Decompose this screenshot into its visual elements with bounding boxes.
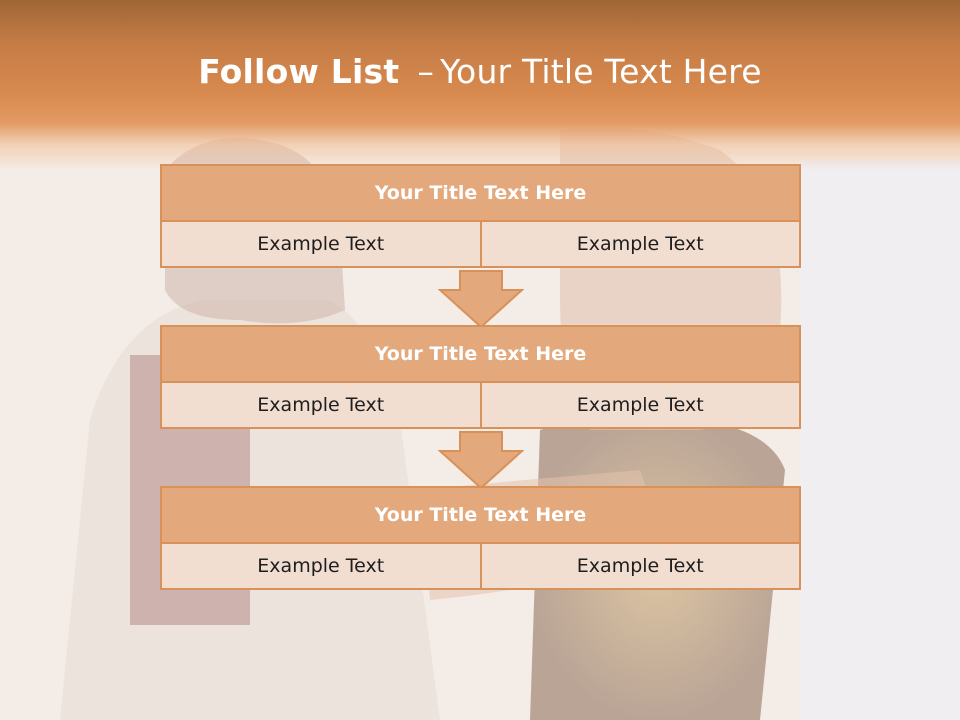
header-band (0, 0, 960, 170)
list-block-2: Your Title Text Here Example Text Exampl… (160, 325, 801, 429)
block-cell-right: Example Text (479, 381, 801, 429)
slide-title: Follow List–Your Title Text Here (0, 52, 960, 91)
block-row: Example Text Example Text (160, 220, 801, 268)
list-block-1: Your Title Text Here Example Text Exampl… (160, 164, 801, 268)
down-arrow-icon (438, 270, 524, 328)
block-row: Example Text Example Text (160, 381, 801, 429)
list-block-3: Your Title Text Here Example Text Exampl… (160, 486, 801, 590)
title-rest: Your Title Text Here (440, 52, 762, 91)
block-row: Example Text Example Text (160, 542, 801, 590)
block-title: Your Title Text Here (160, 486, 801, 544)
block-cell-left: Example Text (160, 220, 482, 268)
block-cell-left: Example Text (160, 381, 482, 429)
title-dash: – (417, 52, 435, 91)
block-cell-left: Example Text (160, 542, 482, 590)
block-title: Your Title Text Here (160, 325, 801, 383)
title-bold: Follow List (198, 52, 400, 91)
block-cell-right: Example Text (479, 542, 801, 590)
block-cell-right: Example Text (479, 220, 801, 268)
block-title: Your Title Text Here (160, 164, 801, 222)
down-arrow-icon (438, 431, 524, 489)
